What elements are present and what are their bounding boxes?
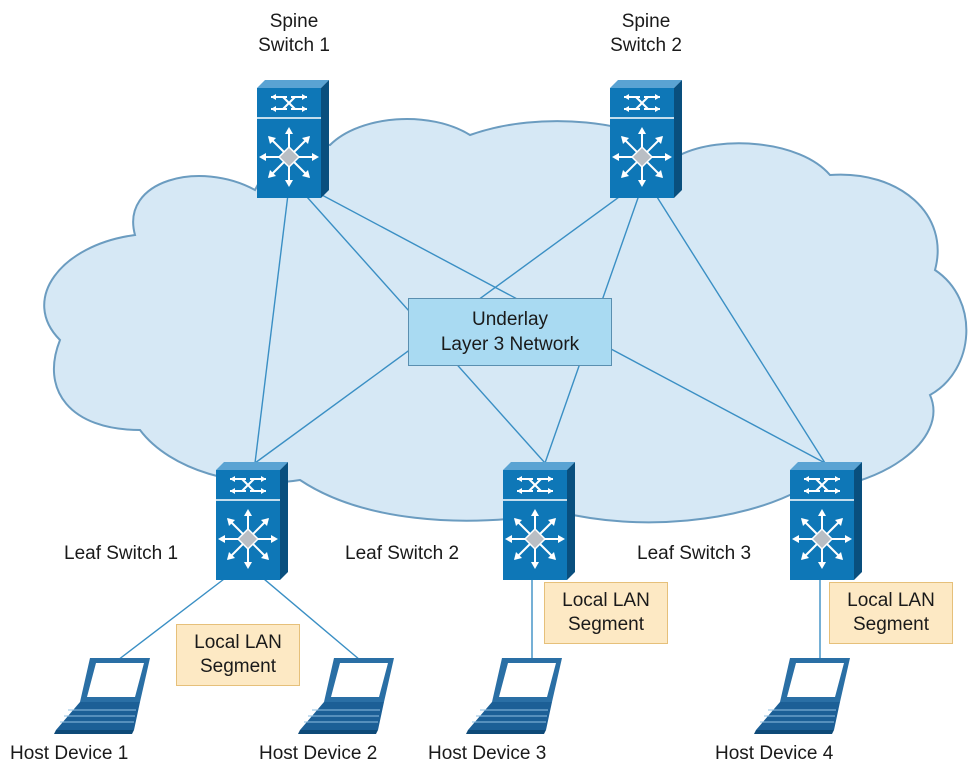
underlay-line2: Layer 3 Network [440,334,580,355]
leaf-switch-1-icon [215,461,289,581]
spine-switch-2-label: Spine Switch 2 [610,10,682,58]
lan-segment-3: Local LAN Segment [829,582,953,644]
link-spine1-leaf1 [254,177,291,464]
lan-segment-3-line2: Segment [852,614,930,635]
spine-1-line2: Switch 1 [258,35,330,56]
spine-1-line1: Spine [269,11,319,32]
leaf-switch-3-label: Leaf Switch 3 [637,543,752,564]
lan-segment-1-line2: Segment [199,656,277,677]
spine-switch-1-icon [256,79,330,199]
lan-segment-1-line1: Local LAN [194,632,282,653]
spine-switch-1-label: Spine Switch 1 [258,10,330,58]
host-device-4-icon [753,657,851,735]
leaf-switch-2-icon [502,461,576,581]
host-device-2-icon [297,657,395,735]
lan-segment-3-line1: Local LAN [847,590,935,611]
underlay-line1: Underlay [471,309,549,330]
lan-segment-1: Local LAN Segment [176,624,300,686]
host-device-3-icon [465,657,563,735]
leaf-switch-3-icon [789,461,863,581]
link-spine2-leaf3 [644,177,826,464]
host-device-1-label: Host Device 1 [10,743,129,764]
host-device-3-label: Host Device 3 [428,743,547,764]
host-device-1-icon [53,657,151,735]
spine-2-line2: Switch 2 [610,35,682,56]
leaf-switch-2-label: Leaf Switch 2 [345,543,460,564]
underlay-network-box: Underlay Layer 3 Network [408,298,612,366]
host-device-2-label: Host Device 2 [259,743,378,764]
lan-segment-2: Local LAN Segment [544,582,668,644]
lan-segment-2-line2: Segment [567,614,645,635]
lan-segment-2-line1: Local LAN [562,590,650,611]
host-device-4-label: Host Device 4 [715,743,834,764]
spine-2-line1: Spine [621,11,671,32]
leaf-switch-1-label: Leaf Switch 1 [64,543,179,564]
spine-switch-2-icon [609,79,683,199]
